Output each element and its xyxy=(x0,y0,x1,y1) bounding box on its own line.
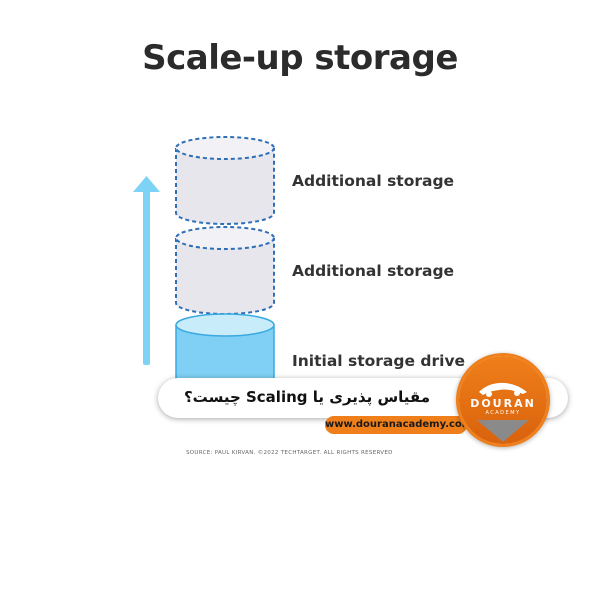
banner-title: مقیاس پذیری یا Scaling چیست؟ xyxy=(183,388,430,406)
source-credit: SOURCE: PAUL KIRVAN. ©2022 TECHTARGET. A… xyxy=(186,450,393,456)
additional-storage-cylinder-top xyxy=(175,136,275,225)
initial-storage-drive-cylinder xyxy=(175,313,275,395)
label-additional-storage-middle: Additional storage xyxy=(292,262,455,280)
douran-academy-logo: DOURAN ACADEMY xyxy=(456,353,550,447)
diagram-title: Scale-up storage xyxy=(142,38,458,78)
logo-graphic xyxy=(459,356,547,444)
label-additional-storage-top: Additional storage xyxy=(292,172,455,190)
additional-storage-cylinder-middle xyxy=(175,226,275,315)
car-silhouette-icon xyxy=(479,382,527,397)
label-initial-storage-drive: Initial storage drive xyxy=(292,352,466,370)
logo-name: DOURAN xyxy=(470,397,536,410)
up-arrow-icon xyxy=(133,176,160,365)
website-url-link[interactable]: www.douranacademy.com xyxy=(325,416,472,434)
logo-subtitle: ACADEMY xyxy=(485,410,521,416)
